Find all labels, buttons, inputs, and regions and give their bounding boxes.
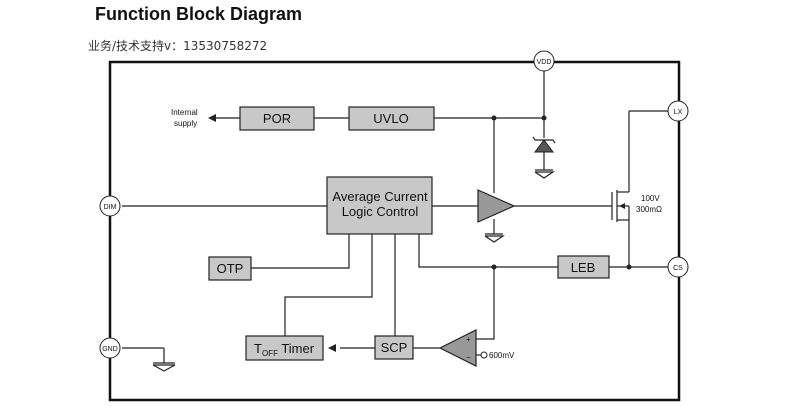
- cs-pin-label: CS: [673, 265, 683, 272]
- gnd-pin: GND: [99, 337, 121, 359]
- cs-pin: CS: [667, 256, 689, 278]
- gnd-ground-symbol: [152, 364, 176, 372]
- leb-logic-wire: [418, 234, 494, 268]
- vdd-pin: VDD: [533, 50, 555, 72]
- comp-minus-label: −: [466, 353, 471, 362]
- internal-supply-label-line1: Internal: [171, 108, 198, 117]
- scp-label: SCP: [381, 340, 408, 355]
- internal-supply-arrow: [208, 114, 216, 122]
- lx-pin: LX: [667, 100, 689, 122]
- scp-comparator-icon: [438, 329, 477, 367]
- toff-timer-block: [245, 335, 324, 361]
- scp-toff-arrow: [328, 344, 336, 352]
- driver-ground-symbol: [484, 235, 505, 243]
- scp-block: [374, 335, 414, 360]
- gnd-pin-label: GND: [102, 346, 118, 353]
- toff-timer-label: TOFF Timer: [254, 341, 315, 358]
- gate-driver-icon: [477, 189, 516, 223]
- comp-plus-label: +: [466, 335, 471, 344]
- lx-pin-label: LX: [674, 109, 683, 116]
- por-block: [239, 106, 315, 131]
- zener-diode-icon: [532, 136, 556, 158]
- average-current-logic-block: [326, 176, 433, 235]
- internal-supply-label-line2: supply: [174, 119, 197, 128]
- mosfet-voltage-label: 100V: [641, 194, 660, 203]
- ref-node-icon: [480, 351, 488, 359]
- page-title: Function Block Diagram: [95, 4, 303, 24]
- vdd-pin-label: VDD: [537, 59, 552, 66]
- leb-block: [557, 255, 610, 279]
- vdd-junction: [541, 115, 547, 121]
- otp-label: OTP: [217, 261, 244, 276]
- support-contact-text: 业务/技术支持v：13530758272: [88, 39, 268, 53]
- logic-label-line1: Average Current: [332, 189, 428, 204]
- ref-600mv-label: 600mV: [489, 351, 515, 360]
- leb-junction: [491, 264, 497, 270]
- otp-logic-wire: [251, 234, 350, 269]
- driver-supply-junction: [491, 115, 497, 121]
- dim-pin: DIM: [99, 195, 121, 217]
- cs-junction: [626, 264, 632, 270]
- mosfet-resistance-label: 300mΩ: [636, 205, 662, 214]
- otp-block: [208, 256, 252, 281]
- leb-label: LEB: [571, 260, 596, 275]
- power-mosfet-icon: [611, 190, 630, 222]
- dim-pin-label: DIM: [104, 204, 117, 211]
- uvlo-label: UVLO: [373, 111, 408, 126]
- zener-ground-symbol: [534, 171, 555, 179]
- por-label: POR: [263, 111, 291, 126]
- toff-logic-wire: [284, 234, 373, 336]
- chip-outline: [108, 60, 681, 402]
- logic-label-line2: Logic Control: [342, 204, 419, 219]
- uvlo-block: [348, 106, 435, 131]
- comp-plus-wire: [476, 267, 495, 340]
